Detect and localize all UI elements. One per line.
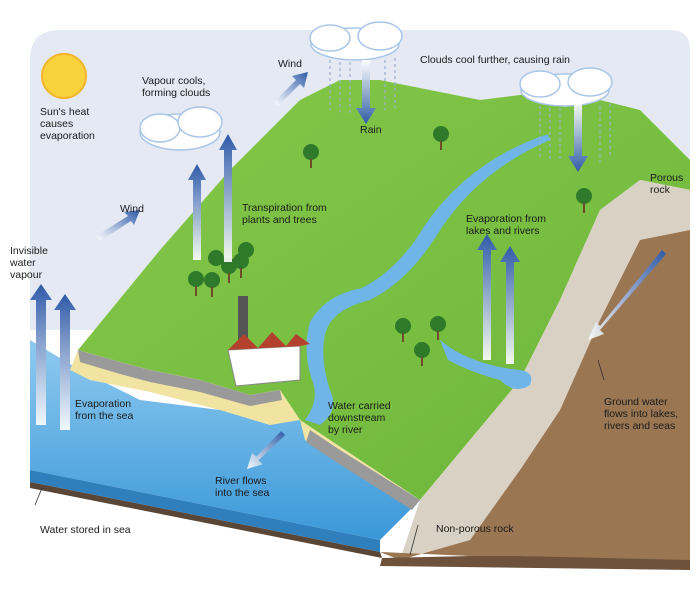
factory-building — [227, 345, 301, 387]
cloud-top — [309, 21, 403, 61]
sea-front-edge — [30, 470, 380, 552]
rain-right — [539, 104, 611, 162]
label-evap-lakes: Evaporation from lakes and rivers — [466, 213, 546, 237]
factory-chimney — [238, 296, 248, 344]
label-wind-left: Wind — [120, 203, 144, 215]
label-ground-water: Ground water flows into lakes, rivers an… — [604, 396, 679, 432]
label-porous-rock: Porous rock — [650, 172, 684, 196]
evaporation-sea-arrow-2 — [54, 294, 76, 430]
label-water-stored: Water stored in sea — [40, 524, 131, 536]
evaporation-sea-arrow-1 — [30, 284, 52, 425]
evap-lake-arrow-1 — [477, 234, 497, 360]
vapour-rise-arrow-2 — [219, 134, 237, 262]
cloud-left — [139, 106, 223, 151]
sun-icon — [41, 53, 87, 99]
wind-top-arrow — [274, 72, 308, 106]
ground-water-arrow — [588, 250, 666, 340]
cloud-right — [519, 67, 613, 107]
cliff-right — [306, 430, 420, 510]
lake — [440, 340, 532, 389]
label-wind-top: Wind — [278, 58, 302, 70]
sea-bed — [30, 482, 382, 558]
factory-roof — [228, 332, 310, 350]
land-cross-section — [400, 180, 690, 560]
rain-top-arrow — [356, 60, 376, 124]
river-to-sea-arrow — [246, 431, 286, 470]
river — [305, 134, 550, 425]
label-evap-sea: Evaporation from the sea — [75, 398, 134, 422]
label-vapour-cools: Vapour cools, forming clouds — [142, 75, 211, 99]
rain-right-arrow — [568, 104, 588, 172]
rain-top — [329, 58, 396, 114]
evap-lake-arrow-2 — [500, 246, 520, 364]
beach-right — [300, 420, 420, 500]
label-invisible-vapour: Invisible water vapour — [10, 245, 48, 281]
tree-trunks — [195, 141, 585, 366]
factory — [227, 296, 310, 387]
label-non-porous: Non-porous rock — [436, 523, 514, 535]
label-transpiration: Transpiration from plants and trees — [242, 202, 327, 226]
sea — [30, 340, 420, 540]
wind-left-arrow — [96, 210, 140, 241]
label-clouds-cool: Clouds cool further, causing rain — [420, 54, 570, 66]
cliff-left — [78, 350, 282, 406]
label-rain: Rain — [360, 124, 382, 136]
label-river-flows: River flows into the sea — [215, 475, 270, 499]
label-water-carried: Water carried downstream by river — [328, 400, 391, 436]
bedrock — [380, 556, 690, 570]
vapour-rise-arrow-1 — [188, 164, 206, 260]
label-sun-heat: Sun's heat causes evaporation — [40, 106, 95, 142]
leader-lines — [34, 359, 605, 556]
